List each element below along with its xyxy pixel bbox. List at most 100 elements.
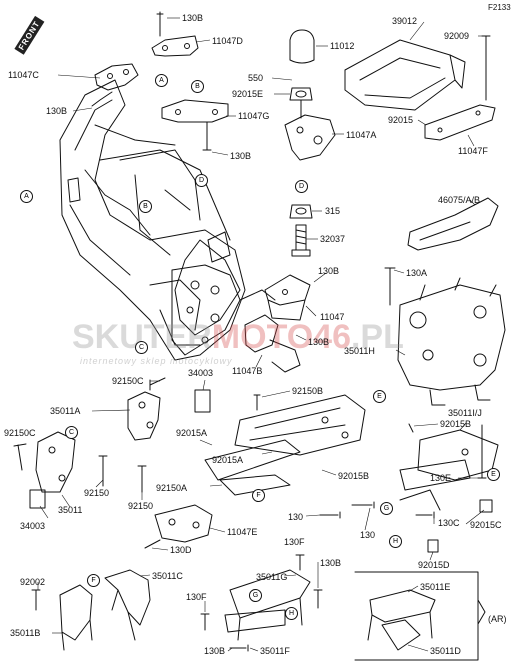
part-label-130b: 130B [320, 558, 342, 568]
bracket-11047e [144, 504, 213, 549]
part-label-130: 130 [288, 512, 304, 522]
main-frame [59, 79, 276, 361]
callout-g: G [249, 589, 262, 602]
callout-b: B [191, 80, 204, 93]
watermark-tagline: internetowy sklep motocyklowy [80, 356, 233, 366]
part-label-34003: 34003 [188, 368, 214, 378]
callout-a: A [155, 74, 168, 87]
watermark-brand-c: .PL [350, 318, 404, 356]
part-label-92015c: 92015C [470, 520, 502, 530]
part-label-35011ij: 35011I/J [448, 408, 482, 418]
callout-h: H [285, 607, 298, 620]
nut-315 [289, 204, 313, 219]
part-label-39012: 39012 [392, 16, 418, 26]
callout-h: H [389, 535, 402, 548]
part-label-11047a: 11047A [346, 130, 377, 140]
bracket-11047c [91, 63, 139, 107]
bracket-35011f [200, 609, 286, 652]
bracket-11047g [161, 99, 229, 151]
part-label-35011c: 35011C [152, 571, 183, 581]
nut-92015e [289, 87, 313, 101]
part-label-92015e: 92015E [232, 89, 264, 99]
bolt-92150c [13, 377, 166, 493]
reference-code: F2133 [488, 3, 511, 12]
bracket-35011g [229, 554, 323, 641]
part-label-130: 130 [360, 530, 376, 540]
part-label-130b: 130B [46, 106, 68, 116]
part-label-11047c: 11047C [8, 70, 39, 80]
part-label-92150b: 92150B [292, 386, 324, 396]
part-label-46075: 46075/A/B [438, 195, 481, 205]
bracket-11047d [151, 11, 199, 57]
callout-e: E [373, 390, 386, 403]
callout-e: E [487, 468, 500, 481]
part-label-35011a: 35011A [50, 406, 81, 416]
part-label-92150a: 92150A [156, 483, 188, 493]
part-label-315: 315 [325, 206, 341, 216]
part-label-35011g: 35011G [256, 572, 288, 582]
stay-35011ij [399, 423, 499, 511]
cap-11012 [289, 29, 315, 64]
part-label-11047e: 11047E [227, 527, 258, 537]
part-label-130e: 130E [430, 473, 452, 483]
inset-ar [354, 571, 486, 661]
part-label-92015d: 92015D [418, 560, 450, 570]
callout-f: F [87, 574, 100, 587]
part-label-35011e: 35011E [420, 582, 451, 592]
bracket-11047 [264, 274, 311, 321]
part-label-11012: 11012 [330, 41, 355, 51]
part-label-35011h: 35011H [344, 346, 375, 356]
bracket-11047b [244, 314, 301, 373]
cover-46075 [407, 197, 499, 251]
strap-11047f [424, 35, 496, 141]
part-label-130f: 130F [284, 537, 305, 547]
callout-d: D [195, 174, 208, 187]
bracket-11047a [284, 99, 336, 161]
callout-c: C [135, 341, 148, 354]
part-label-11047d: 11047D [212, 36, 243, 46]
bracket-35011h [384, 267, 506, 479]
part-label-92015a: 92015A [212, 455, 244, 465]
part-label-92002: 92002 [20, 577, 46, 587]
callout-f: F [252, 489, 265, 502]
bracket-35011c [104, 569, 151, 641]
part-label-130b: 130B [204, 646, 226, 656]
part-label-92015: 92015 [388, 115, 414, 125]
callout-b: B [139, 200, 152, 213]
stay-assembly [204, 394, 366, 496]
callout-a: A [20, 190, 33, 203]
part-label-130a: 130A [406, 268, 428, 278]
part-label-32037: 32037 [320, 234, 346, 244]
part-label-130b: 130B [308, 337, 330, 347]
inset-label: (AR) [488, 614, 507, 624]
watermark-brand-b: MOTO46 [211, 318, 351, 356]
part-label-35011: 35011 [58, 505, 83, 515]
part-label-130b: 130B [182, 13, 204, 23]
plate-35011a [127, 391, 161, 441]
part-label-130d: 130D [170, 545, 192, 555]
part-label-35011f: 35011F [260, 646, 290, 656]
part-label-130f: 130F [186, 592, 207, 602]
part-label-92015b: 92015B [338, 471, 370, 481]
part-label-130c: 130C [438, 518, 460, 528]
part-label-92150: 92150 [84, 488, 110, 498]
part-label-92150: 92150 [128, 501, 154, 511]
part-label-11047g: 11047G [238, 111, 270, 121]
bolt-32037 [291, 224, 311, 257]
callout-g: G [380, 502, 393, 515]
part-label-11047: 11047 [320, 312, 345, 322]
part-label-550: 550 [248, 73, 264, 83]
part-label-92015b: 92015B [440, 419, 472, 429]
part-label-35011b: 35011B [10, 628, 41, 638]
part-label-130b: 130B [318, 266, 340, 276]
callout-c: C [65, 426, 78, 439]
part-label-11047f: 11047F [458, 146, 488, 156]
tray-39012 [344, 39, 466, 111]
part-label-11047b: 11047B [232, 366, 263, 376]
callout-d: D [295, 180, 308, 193]
part-label-92009: 92009 [444, 31, 470, 41]
part-label-130b: 130B [230, 151, 252, 161]
part-label-92150c: 92150C [4, 428, 36, 438]
part-label-34003: 34003 [20, 521, 46, 531]
